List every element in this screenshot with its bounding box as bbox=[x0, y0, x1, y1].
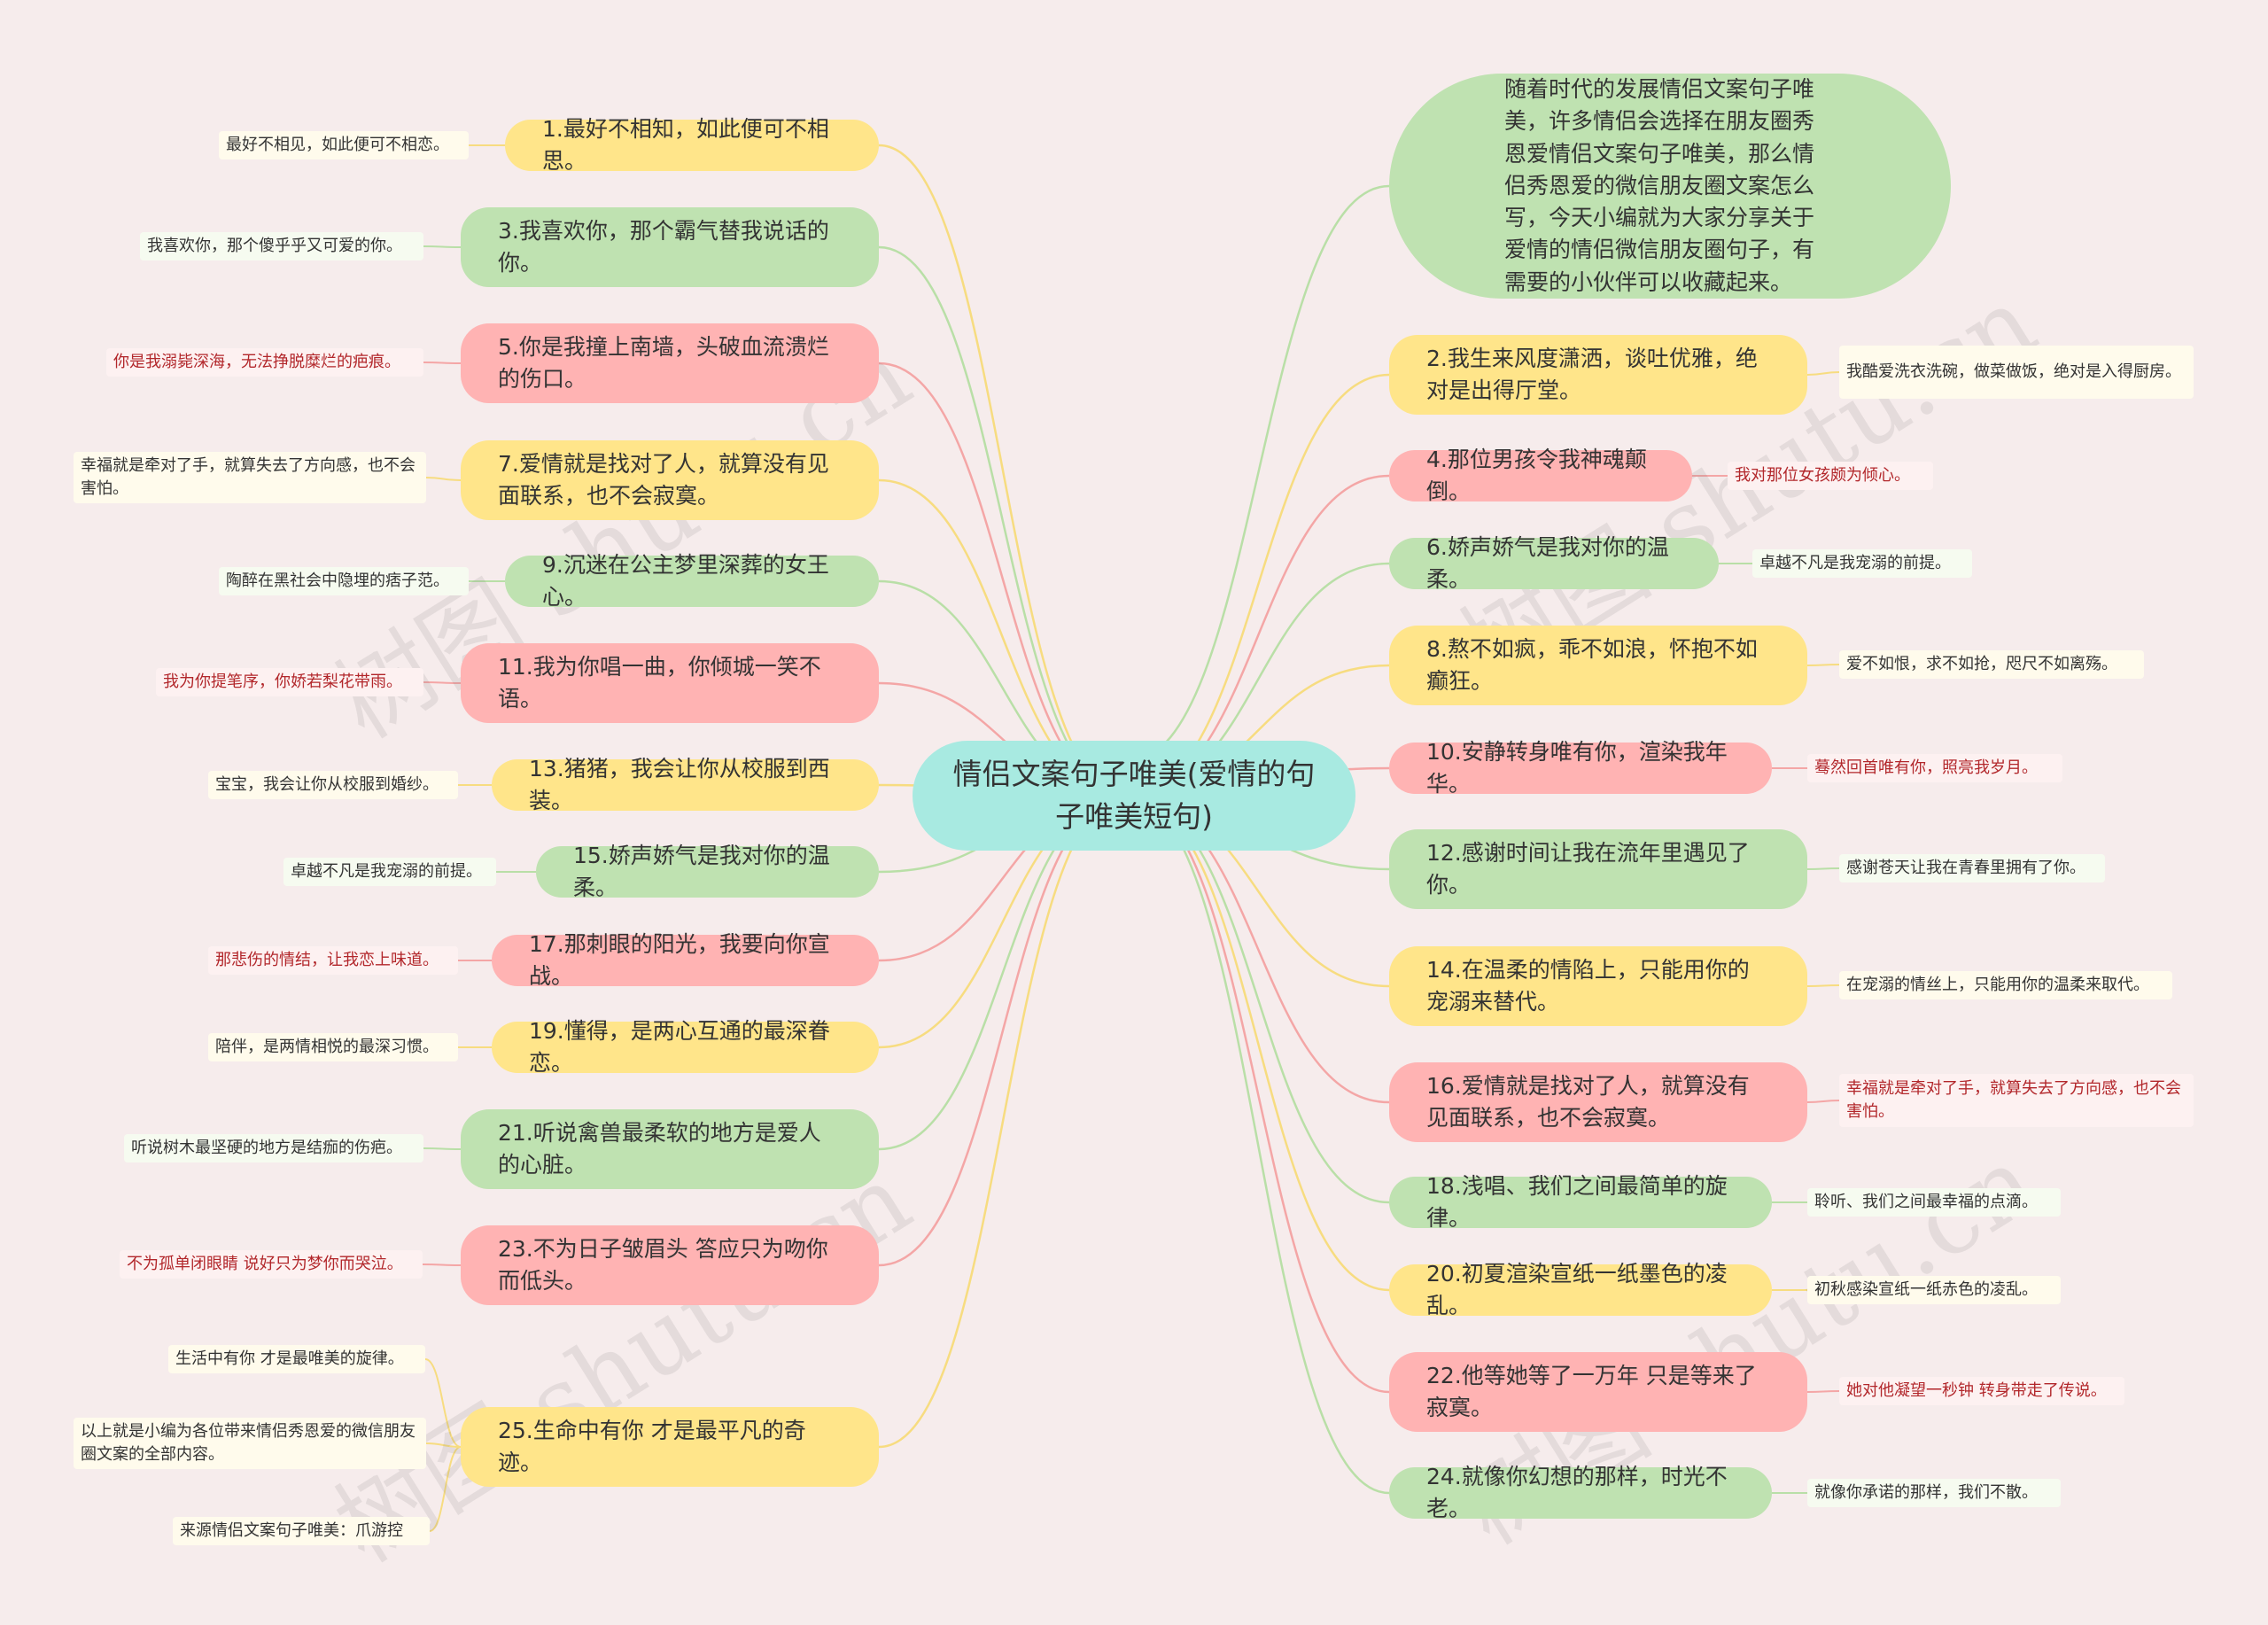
branch-node-left-11[interactable]: 21.听说禽兽最柔软的地方是爱人的心脏。 bbox=[461, 1109, 879, 1189]
branch-node-left-3[interactable]: 5.你是我撞上南墙，头破血流溃烂的伤口。 bbox=[461, 323, 879, 403]
leaf-connector bbox=[424, 1358, 462, 1448]
leaf-node[interactable]: 以上就是小编为各位带来情侣秀恩爱的微信朋友圈文案的全部内容。 bbox=[74, 1418, 426, 1469]
branch-node-right-4[interactable]: 8.熬不如疯，乖不如浪，怀抱不如癫狂。 bbox=[1389, 626, 1807, 705]
branch-node-right-2[interactable]: 4.那位男孩令我神魂颠倒。 bbox=[1389, 447, 1692, 504]
leaf-node[interactable]: 你是我溺毙深海，无法挣脱糜烂的疤痕。 bbox=[106, 348, 423, 377]
leaf-node[interactable]: 最好不相见，如此便可不相恋。 bbox=[219, 131, 469, 159]
branch-node-left-7[interactable]: 13.猪猪，我会让你从校服到西装。 bbox=[492, 756, 879, 813]
leaf-connector bbox=[1806, 1390, 1840, 1393]
branch-node-left-4[interactable]: 7.爱情就是找对了人，就算没有见面联系，也不会寂寞。 bbox=[461, 440, 879, 520]
branch-node-left-5[interactable]: 9.沉迷在公主梦里深葬的女王心。 bbox=[505, 552, 879, 610]
leaf-node[interactable]: 幸福就是牵对了手，就算失去了方向感，也不会害怕。 bbox=[1839, 1074, 2194, 1127]
leaf-node[interactable]: 我喜欢你，那个傻乎乎又可爱的你。 bbox=[140, 232, 423, 260]
branch-node-left-1[interactable]: 1.最好不相知，如此便可不相思。 bbox=[505, 116, 879, 174]
branch-connector bbox=[878, 794, 1128, 1449]
branch-connector bbox=[1126, 794, 1390, 1495]
leaf-node[interactable]: 我酷爱洗衣洗碗，做菜做饭，绝对是入得厨房。 bbox=[1839, 346, 2194, 399]
branch-node-left-9[interactable]: 17.那刺眼的阳光，我要向你宣战。 bbox=[492, 931, 879, 989]
branch-connector bbox=[878, 144, 1128, 797]
leaf-connector bbox=[1806, 984, 1840, 987]
leaf-connector bbox=[1806, 1100, 1840, 1103]
leaf-node[interactable]: 陶醉在黑社会中隐埋的痞子范。 bbox=[219, 567, 469, 595]
branch-node-right-9[interactable]: 18.浅唱、我们之间最简单的旋律。 bbox=[1389, 1173, 1772, 1231]
leaf-node[interactable]: 宝宝，我会让你从校服到婚纱。 bbox=[208, 771, 458, 799]
leaf-connector bbox=[1806, 371, 1840, 376]
leaf-node[interactable]: 听说树木最坚硬的地方是结痂的伤疤。 bbox=[124, 1134, 423, 1162]
branch-node-left-8[interactable]: 15.娇声娇气是我对你的温柔。 bbox=[536, 843, 879, 900]
branch-connector bbox=[1126, 794, 1390, 1394]
leaf-connector bbox=[422, 1263, 462, 1266]
leaf-connector bbox=[425, 1442, 462, 1448]
branch-node-left-2[interactable]: 3.我喜欢你，那个霸气替我说话的你。 bbox=[461, 207, 879, 287]
branch-node-left-6[interactable]: 11.我为你唱一曲，你倾城一笑不语。 bbox=[461, 643, 879, 723]
intro-connector bbox=[1126, 184, 1390, 764]
branch-connector bbox=[878, 362, 1128, 797]
branch-node-right-7[interactable]: 14.在温柔的情陷上，只能用你的宠溺来替代。 bbox=[1389, 946, 1807, 1026]
branch-node-right-10[interactable]: 20.初夏渲染宣纸一纸墨色的凌乱。 bbox=[1389, 1261, 1772, 1318]
leaf-node[interactable]: 不为孤单闭眼睛 说好只为梦你而哭泣。 bbox=[120, 1250, 423, 1279]
leaf-connector bbox=[429, 1446, 462, 1532]
leaf-node[interactable]: 我对那位女孩颇为倾心。 bbox=[1728, 462, 1933, 490]
branch-connector bbox=[878, 245, 1128, 797]
leaf-node[interactable]: 来源情侣文案句子唯美：爪游控 bbox=[173, 1517, 430, 1545]
leaf-node[interactable]: 就像你承诺的那样，我们不散。 bbox=[1807, 1479, 2061, 1507]
branch-connector bbox=[1126, 373, 1390, 797]
leaf-node[interactable]: 聆听、我们之间最幸福的点滴。 bbox=[1807, 1188, 2061, 1217]
leaf-node[interactable]: 生活中有你 才是最唯美的旋律。 bbox=[168, 1345, 425, 1373]
central-topic[interactable]: 情侣文案句子唯美(爱情的句子唯美短句) bbox=[913, 741, 1355, 851]
leaf-connector bbox=[423, 1147, 462, 1150]
leaf-node[interactable]: 她对他凝望一秒钟 转身带走了传说。 bbox=[1839, 1377, 2124, 1405]
leaf-node[interactable]: 我为你提笔序，你娇若梨花带雨。 bbox=[156, 668, 423, 696]
leaf-node[interactable]: 蓦然回首唯有你，照亮我岁月。 bbox=[1807, 754, 2062, 782]
branch-node-right-6[interactable]: 12.感谢时间让我在流年里遇见了你。 bbox=[1389, 829, 1807, 909]
branch-node-right-12[interactable]: 24.就像你幻想的那样，时光不老。 bbox=[1389, 1464, 1772, 1521]
branch-node-left-10[interactable]: 19.懂得，是两心互通的最深眷恋。 bbox=[492, 1018, 879, 1076]
leaf-node[interactable]: 爱不如恨，求不如抢，咫尺不如离殇。 bbox=[1839, 650, 2144, 679]
leaf-node[interactable]: 陪伴，是两情相悦的最深习惯。 bbox=[208, 1033, 458, 1061]
leaf-connector bbox=[423, 245, 462, 248]
branch-connector bbox=[1126, 794, 1390, 1292]
leaf-connector bbox=[423, 362, 462, 364]
intro-node[interactable]: 随着时代的发展情侣文案句子唯美，许多情侣会选择在朋友圈秀恩爱情侣文案句子唯美，那… bbox=[1389, 74, 1951, 299]
leaf-node[interactable]: 在宠溺的情丝上，只能用你的温柔来取代。 bbox=[1839, 971, 2172, 999]
leaf-connector bbox=[1806, 867, 1840, 870]
leaf-node[interactable]: 幸福就是牵对了手，就算失去了方向感，也不会害怕。 bbox=[74, 452, 426, 503]
leaf-node[interactable]: 卓越不凡是我宠溺的前提。 bbox=[284, 858, 496, 886]
branch-node-right-3[interactable]: 6.娇声娇气是我对你的温柔。 bbox=[1389, 534, 1719, 592]
branch-node-right-1[interactable]: 2.我生来风度潇洒，谈吐优雅，绝对是出得厅堂。 bbox=[1389, 335, 1807, 415]
leaf-connector bbox=[425, 477, 462, 481]
leaf-node[interactable]: 感谢苍天让我在青春里拥有了你。 bbox=[1839, 854, 2105, 882]
branch-node-left-12[interactable]: 23.不为日子皱眉头 答应只为吻你而低头。 bbox=[461, 1225, 879, 1305]
branch-node-left-13[interactable]: 25.生命中有你 才是最平凡的奇迹。 bbox=[461, 1407, 879, 1487]
leaf-connector bbox=[423, 681, 462, 684]
leaf-node[interactable]: 那悲伤的情结，让我恋上味道。 bbox=[208, 946, 458, 975]
leaf-node[interactable]: 初秋感染宣纸一纸赤色的凌乱。 bbox=[1807, 1276, 2061, 1304]
branch-node-right-11[interactable]: 22.他等她等了一万年 只是等来了寂寞。 bbox=[1389, 1352, 1807, 1432]
branch-node-right-5[interactable]: 10.安静转身唯有你，渲染我年华。 bbox=[1389, 739, 1772, 797]
branch-connector bbox=[878, 794, 1128, 1267]
branch-node-right-8[interactable]: 16.爱情就是找对了人，就算没有见面联系，也不会寂寞。 bbox=[1389, 1062, 1807, 1142]
leaf-node[interactable]: 卓越不凡是我宠溺的前提。 bbox=[1752, 549, 1972, 578]
